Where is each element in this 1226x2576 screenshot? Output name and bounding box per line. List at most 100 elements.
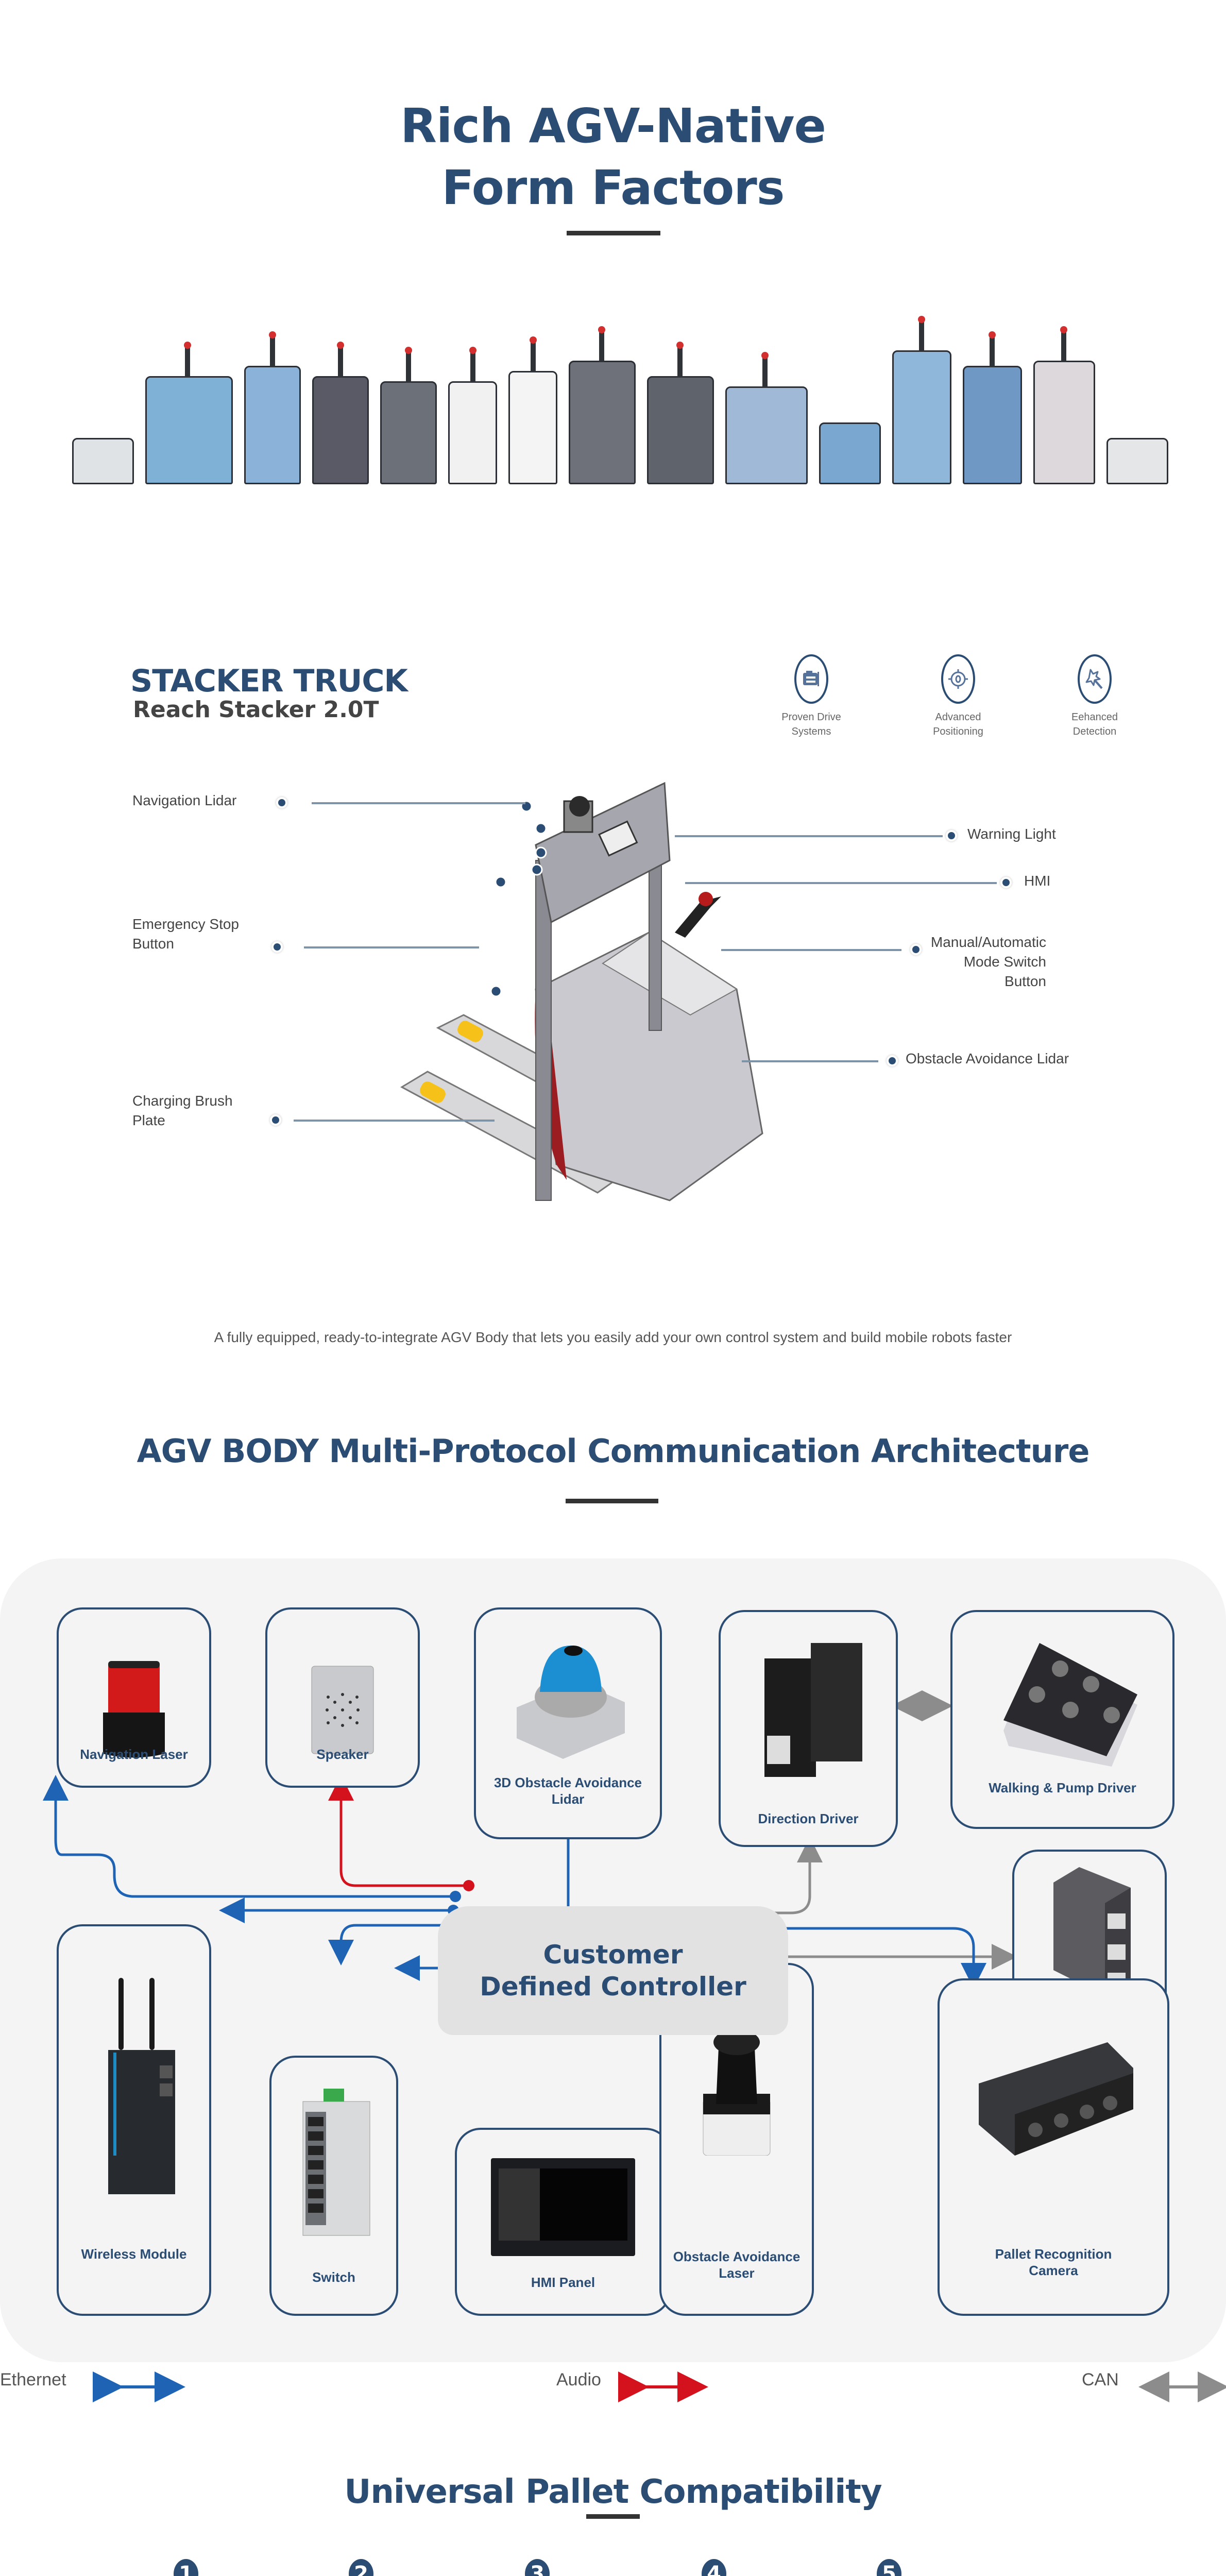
callout-dot — [1000, 877, 1012, 888]
callout-text: HMI — [1024, 873, 1051, 889]
node-label-line: Obstacle Avoidance — [673, 2249, 801, 2264]
wire-can-direction-driver — [744, 1837, 823, 1914]
callout-dot — [946, 830, 957, 841]
battery-icon — [1053, 1867, 1131, 1996]
agv-model-11 — [819, 422, 881, 484]
walking-pump-driver-icon — [1003, 1643, 1137, 1767]
node-label: HMI Panel — [531, 2275, 595, 2290]
node-label-line: Pallet Recognition — [995, 2246, 1112, 2262]
controller-label: Customer — [543, 1940, 683, 1970]
obstacle-laser-icon — [703, 2029, 771, 2156]
navigation-laser-icon — [103, 1661, 165, 1758]
feature-label: Positioning — [933, 726, 983, 737]
pallet-number-badge: 5 — [877, 2559, 901, 2576]
agv-model-6 — [448, 347, 497, 484]
feature-label: Proven Drive — [781, 711, 841, 723]
warning-lamp-icon — [404, 347, 412, 354]
callout-warning-light: Warning Light — [967, 824, 1056, 844]
crosshair-icon — [948, 669, 968, 689]
warning-lamp-icon — [1060, 326, 1068, 333]
node-label-line: 3D Obstacle Avoidance — [493, 1775, 642, 1790]
wire-ethernet-pallet-camera — [774, 1927, 986, 1989]
warning-lamp-icon — [918, 316, 926, 323]
callout-dot — [270, 1114, 281, 1126]
callout-text: Manual/Automatic — [930, 934, 1046, 950]
node-wireless-module[interactable]: Wireless Module — [57, 1924, 211, 2316]
warning-lamp-icon — [336, 342, 344, 349]
agv-mast — [990, 336, 995, 367]
feature-ring — [1078, 654, 1112, 704]
node-switch[interactable]: Switch — [269, 2056, 398, 2316]
callout-line — [742, 1060, 878, 1062]
warning-lamp-icon — [469, 347, 477, 354]
callout-line — [304, 946, 479, 948]
node-label-line: Laser — [719, 2265, 755, 2281]
agv-mast — [531, 342, 536, 372]
agv-model-10 — [725, 352, 808, 484]
product-subtitle: Reach Stacker 2.0T — [133, 697, 379, 723]
pallet-title: Universal Pallet Compatibility — [344, 2473, 882, 2511]
callout-line — [675, 835, 943, 837]
node-label-line: Camera — [1029, 2263, 1078, 2278]
title-underline — [566, 1499, 658, 1503]
3d-lidar-icon — [516, 1646, 625, 1759]
wire-audio-speaker — [328, 1775, 469, 1887]
callout-text: Mode Switch Button — [963, 954, 1046, 989]
node-hmi-panel[interactable]: HMI Panel — [455, 2128, 671, 2316]
agv-model-4 — [312, 342, 369, 484]
agv-model-2 — [145, 342, 233, 484]
legend-ethernet-label: Ethernet — [0, 2370, 66, 2389]
warning-lamp-icon — [183, 342, 191, 349]
wire-ethernet-switch — [328, 1924, 455, 1965]
title-underline — [567, 231, 660, 235]
callout-dot — [276, 797, 287, 808]
node-speaker[interactable]: Speaker — [265, 1607, 420, 1788]
network-switch-icon — [302, 2089, 370, 2236]
callout-dot — [887, 1055, 898, 1066]
direction-driver-icon — [764, 1643, 862, 1777]
callout-text: Obstacle Avoidance Lidar — [906, 1050, 1069, 1066]
callout-text: Warning Light — [967, 826, 1056, 842]
product-description: A fully equipped, ready-to-integrate AGV… — [214, 1329, 1012, 1345]
node-walking-pump-driver[interactable]: Walking & Pump Driver — [950, 1610, 1174, 1829]
controller-label: Defined Controller — [480, 1972, 746, 2002]
feature-label: Detection — [1072, 726, 1117, 737]
hero-title: Rich AGV-Native Form Factors — [0, 95, 1226, 219]
agv-model-12 — [892, 316, 951, 484]
hero-title-line1: Rich AGV-Native — [400, 98, 826, 154]
warning-lamp-icon — [676, 342, 684, 349]
agv-model-8 — [569, 326, 636, 484]
callout-dot — [271, 941, 283, 953]
agv-model-7 — [508, 336, 557, 484]
node-label: Wireless Module — [81, 2246, 187, 2262]
callout-line — [685, 882, 997, 884]
node-navigation-laser[interactable]: Navigation Laser — [57, 1607, 211, 1788]
architecture-title: AGV BODY Multi-Protocol Communication Ar… — [137, 1432, 1090, 1470]
feature-label: Systems — [791, 726, 831, 737]
agv-mast — [762, 357, 768, 388]
agv-model-15 — [1106, 438, 1168, 484]
pallet-camera-icon — [979, 2042, 1133, 2156]
callout-line — [294, 1120, 495, 1122]
node-label: Switch — [312, 2269, 355, 2285]
warning-lamp-icon — [268, 331, 276, 338]
agv-model-3 — [244, 331, 301, 484]
stacker-truck-illustration — [400, 782, 763, 1201]
pallet-number-badge: 1 — [174, 2559, 198, 2576]
speaker-icon — [311, 1666, 374, 1754]
node-direction-driver[interactable]: Direction Driver — [719, 1610, 898, 1847]
agv-mast — [677, 347, 683, 378]
callout-obstacle-lidar: Obstacle Avoidance Lidar — [906, 1049, 1069, 1069]
feature-ring — [794, 654, 828, 704]
node-label: Direction Driver — [758, 1811, 859, 1826]
wireless-module-icon — [108, 1978, 175, 2194]
feature-label: Advanced — [935, 711, 981, 723]
callout-navigation-lidar: Navigation Lidar — [132, 791, 236, 810]
